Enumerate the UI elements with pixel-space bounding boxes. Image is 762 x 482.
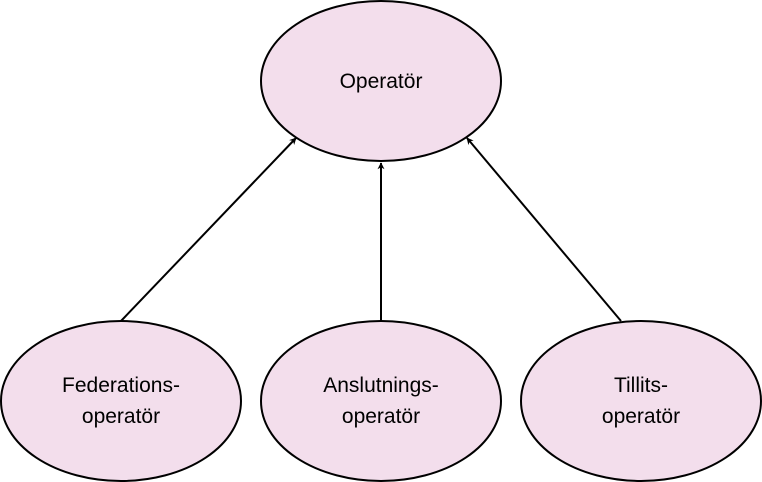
node-trust-operator: Tillits- operatör: [520, 320, 762, 482]
node-connection-operator: Anslutnings- operatör: [260, 320, 502, 482]
edge-trust-to-operator: [466, 137, 622, 322]
node-connection-operator-label-line2: operatör: [342, 405, 420, 428]
edge-federation-to-operator: [120, 137, 297, 322]
node-federation-operator-label-line1: Federations-: [62, 374, 180, 397]
node-connection-operator-label-line1: Anslutnings-: [323, 374, 439, 397]
node-federation-operator: Federations- operatör: [0, 320, 242, 482]
node-federation-operator-shape: [0, 320, 242, 482]
node-federation-operator-label-line2: operatör: [82, 405, 160, 428]
node-operator-shape: [260, 0, 502, 162]
node-trust-operator-label-line2: operatör: [602, 405, 680, 428]
node-trust-operator-shape: [520, 320, 762, 482]
node-operator: Operatör: [260, 0, 502, 162]
node-connection-operator-shape: [260, 320, 502, 482]
node-trust-operator-label-line1: Tillits-: [614, 374, 668, 397]
node-operator-label: Operatör: [340, 70, 423, 93]
